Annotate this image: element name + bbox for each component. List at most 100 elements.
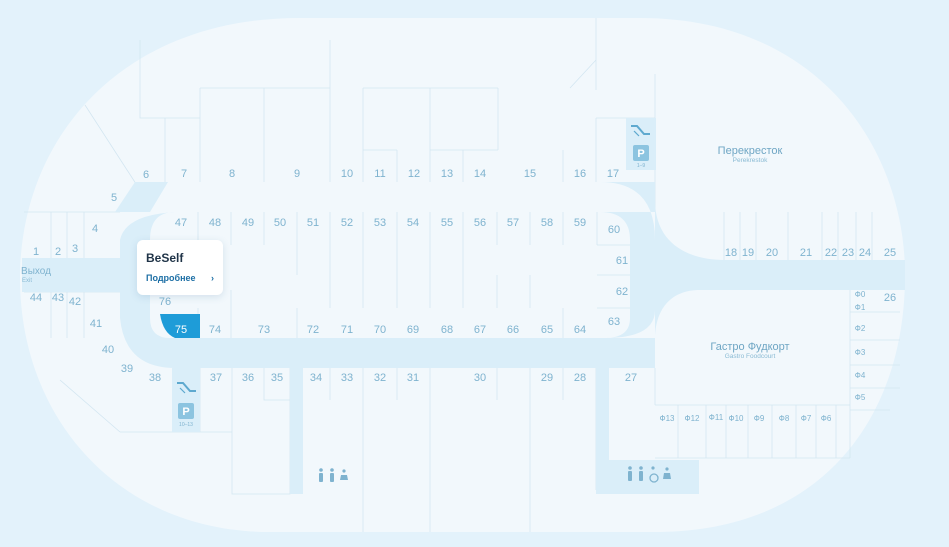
unit-44[interactable]: 44: [30, 292, 42, 304]
unit-36[interactable]: 36: [242, 372, 254, 384]
unit-5[interactable]: 5: [111, 192, 117, 204]
unit-34[interactable]: 34: [310, 372, 322, 384]
floor-plate: [20, 18, 905, 532]
unit-61[interactable]: 61: [616, 255, 628, 267]
unit-73[interactable]: 73: [258, 324, 270, 336]
foodcourt-unit-f4[interactable]: Ф4: [855, 371, 866, 380]
unit-68[interactable]: 68: [441, 324, 453, 336]
unit-24[interactable]: 24: [859, 247, 871, 259]
unit-39[interactable]: 39: [121, 363, 133, 375]
unit-23[interactable]: 23: [842, 247, 854, 259]
store-popup: BeSelf Подробнее ›: [137, 240, 223, 295]
unit-66[interactable]: 66: [507, 324, 519, 336]
unit-76[interactable]: 76: [159, 296, 171, 308]
unit-67[interactable]: 67: [474, 324, 486, 336]
unit-41[interactable]: 41: [90, 318, 102, 330]
unit-70[interactable]: 70: [374, 324, 386, 336]
unit-64[interactable]: 64: [574, 324, 586, 336]
foodcourt-unit-f3[interactable]: Ф3: [855, 348, 866, 357]
unit-74[interactable]: 74: [209, 324, 221, 336]
foodcourt-unit-f7[interactable]: Ф7: [801, 414, 812, 423]
unit-28[interactable]: 28: [574, 372, 586, 384]
foodcourt-unit-f9[interactable]: Ф9: [754, 414, 765, 423]
unit-33[interactable]: 33: [341, 372, 353, 384]
unit-11[interactable]: 11: [374, 168, 385, 180]
unit-35[interactable]: 35: [271, 372, 283, 384]
unit-10[interactable]: 10: [341, 168, 353, 180]
unit-14[interactable]: 14: [474, 168, 486, 180]
unit-49[interactable]: 49: [242, 217, 254, 229]
unit-48[interactable]: 48: [209, 217, 221, 229]
unit-20[interactable]: 20: [766, 247, 778, 259]
unit-63[interactable]: 63: [608, 316, 620, 328]
unit-53[interactable]: 53: [374, 217, 386, 229]
unit-71[interactable]: 71: [341, 324, 353, 336]
foodcourt-unit-f11[interactable]: Ф11: [709, 413, 724, 422]
unit-47[interactable]: 47: [175, 217, 187, 229]
unit-19[interactable]: 19: [742, 247, 754, 259]
unit-75[interactable]: 75: [175, 324, 187, 336]
foodcourt-unit-f1[interactable]: Ф1: [855, 303, 866, 312]
unit-56[interactable]: 56: [474, 217, 486, 229]
anchor-foodcourt[interactable]: Гастро Фудкорт Gastro Foodcourt: [710, 341, 789, 360]
unit-1[interactable]: 1: [33, 246, 39, 258]
foodcourt-unit-f12[interactable]: Ф12: [685, 414, 701, 423]
unit-72[interactable]: 72: [307, 324, 319, 336]
units-top-row: 5 6 7 8 9 10 11 12 13 14 15 16 17: [111, 168, 619, 204]
unit-21[interactable]: 21: [800, 247, 812, 259]
unit-6[interactable]: 6: [143, 169, 149, 181]
unit-50[interactable]: 50: [274, 217, 286, 229]
foodcourt-unit-f8[interactable]: Ф8: [779, 414, 790, 423]
unit-13[interactable]: 13: [441, 168, 453, 180]
unit-57[interactable]: 57: [507, 217, 519, 229]
unit-54[interactable]: 54: [407, 217, 419, 229]
unit-43[interactable]: 43: [52, 292, 64, 304]
unit-12[interactable]: 12: [408, 168, 420, 180]
unit-18[interactable]: 18: [725, 247, 737, 259]
unit-9[interactable]: 9: [294, 168, 300, 180]
foodcourt-unit-f10[interactable]: Ф10: [729, 414, 745, 423]
unit-65[interactable]: 65: [541, 324, 553, 336]
unit-25[interactable]: 25: [884, 247, 896, 259]
foodcourt-unit-f6[interactable]: Ф6: [821, 414, 832, 423]
unit-16[interactable]: 16: [574, 168, 586, 180]
unit-26[interactable]: 26: [884, 292, 896, 304]
unit-4[interactable]: 4: [92, 223, 98, 235]
unit-58[interactable]: 58: [541, 217, 553, 229]
unit-15[interactable]: 15: [524, 168, 536, 180]
foodcourt-subname: Gastro Foodcourt: [725, 353, 776, 360]
unit-55[interactable]: 55: [441, 217, 453, 229]
unit-31[interactable]: 31: [407, 372, 419, 384]
unit-51[interactable]: 51: [307, 217, 319, 229]
unit-7[interactable]: 7: [181, 168, 187, 180]
chevron-right-icon[interactable]: ›: [211, 273, 214, 283]
unit-69[interactable]: 69: [407, 324, 419, 336]
anchor-supermarket[interactable]: Перекресток Perekrestok: [718, 145, 783, 164]
unit-30[interactable]: 30: [474, 372, 486, 384]
unit-37[interactable]: 37: [210, 372, 222, 384]
unit-59[interactable]: 59: [574, 217, 586, 229]
unit-3[interactable]: 3: [72, 243, 78, 255]
parking-icon[interactable]: P: [178, 403, 194, 419]
unit-52[interactable]: 52: [341, 217, 353, 229]
unit-75-highlight[interactable]: [160, 314, 200, 338]
foodcourt-unit-f2[interactable]: Ф2: [855, 324, 866, 333]
foodcourt-unit-f13[interactable]: Ф13: [660, 414, 676, 423]
unit-60[interactable]: 60: [608, 224, 620, 236]
foodcourt-unit-f5[interactable]: Ф5: [855, 393, 866, 402]
unit-8[interactable]: 8: [229, 168, 235, 180]
unit-38[interactable]: 38: [149, 372, 161, 384]
unit-29[interactable]: 29: [541, 372, 553, 384]
unit-17[interactable]: 17: [607, 168, 619, 180]
foodcourt-unit-f0[interactable]: Ф0: [855, 290, 866, 299]
unit-27[interactable]: 27: [625, 372, 637, 384]
unit-32[interactable]: 32: [374, 372, 386, 384]
unit-62[interactable]: 62: [616, 286, 628, 298]
popup-more-link[interactable]: Подробнее: [146, 273, 196, 283]
supermarket-name: Перекресток: [718, 145, 783, 157]
unit-2[interactable]: 2: [55, 246, 61, 258]
parking-icon[interactable]: P: [633, 145, 649, 161]
unit-22[interactable]: 22: [825, 247, 837, 259]
unit-42[interactable]: 42: [69, 296, 81, 308]
unit-40[interactable]: 40: [102, 344, 114, 356]
